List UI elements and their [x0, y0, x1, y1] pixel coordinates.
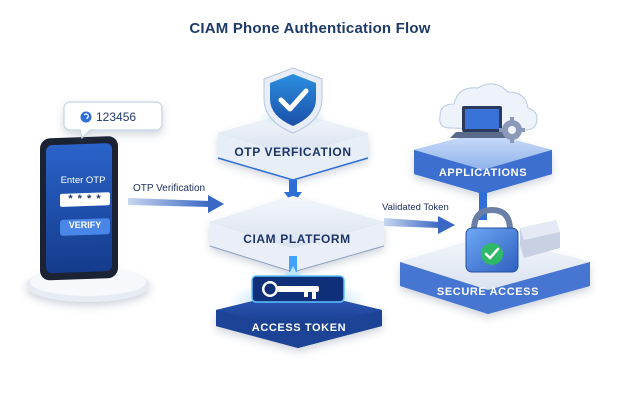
- node-secure-access: SECURE ACCESS: [436, 286, 540, 298]
- node-applications: APPLICATIONS: [438, 167, 528, 179]
- node-otp-verification: OTP VERFICATION: [234, 145, 352, 159]
- verify-button[interactable]: VERIFY: [68, 220, 102, 230]
- bubble-code: 123456: [96, 110, 137, 124]
- edge-label-validated-token: Validated Token: [382, 202, 449, 213]
- applications-platform: [414, 132, 552, 194]
- cloud-laptop-icon: [439, 83, 538, 143]
- otp-verification-platform: [217, 112, 369, 181]
- padlock-icon: [465, 206, 519, 273]
- diagram-title: CIAM Phone Authentication Flow: [189, 20, 431, 37]
- phone-device: [26, 136, 150, 302]
- access-token-platform: [216, 275, 382, 348]
- node-access-token: ACCESS TOKEN: [251, 322, 347, 334]
- edge-validated-token: [384, 216, 455, 234]
- otp-masked-input[interactable]: * * * *: [68, 193, 102, 205]
- ciam-platform: [209, 196, 385, 273]
- secure-access-platform: [400, 220, 590, 314]
- edge-label-otp-verification: OTP Verification: [133, 183, 206, 194]
- otp-bubble: [63, 101, 163, 140]
- edge-apps-to-secure: [479, 192, 487, 220]
- edge-otp-verification: [128, 195, 224, 213]
- edge-ciam-to-token: [284, 256, 302, 283]
- phone-prompt: Enter OTP: [60, 175, 106, 186]
- shield-check-icon: [259, 67, 327, 134]
- node-ciam-platform: CIAM PLATFORM: [243, 232, 351, 246]
